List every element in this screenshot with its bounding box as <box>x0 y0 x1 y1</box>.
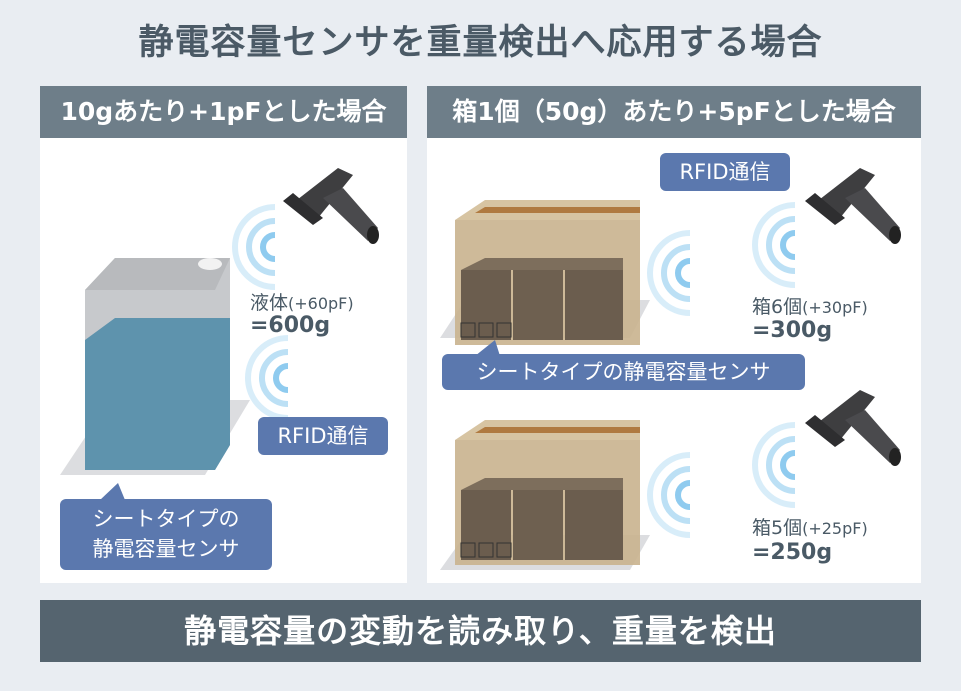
left-panel-header: 10gあたり+1pFとした場合 <box>40 86 407 138</box>
page-title: 静電容量センサを重量検出へ応用する場合 <box>138 23 823 63</box>
wave-icon <box>650 455 690 535</box>
wave-icon <box>248 338 288 418</box>
sensor-badge: シートタイプの 静電容量センサ <box>60 499 272 570</box>
wave-icon <box>650 233 690 313</box>
cardboard-box-icon <box>454 199 641 346</box>
sensor-label-line1: シートタイプの <box>92 507 240 531</box>
liquid-weight: =600g <box>250 313 331 338</box>
wave-icon <box>235 207 275 287</box>
rfid-scanner-icon <box>805 168 901 244</box>
liquid-container-icon <box>85 258 230 470</box>
right-panel-header: 箱1個（50g）あたり+5pFとした場合 <box>427 86 921 138</box>
boxes-weight: =300g <box>752 318 833 343</box>
cardboard-box-icon <box>454 419 641 566</box>
liquid-capacitance: 液体(+60pF) <box>250 292 354 314</box>
rfid-scanner-icon <box>283 168 379 244</box>
sensor-badge: シートタイプの静電容量センサ <box>442 354 805 390</box>
wave-icon <box>755 425 795 505</box>
boxes-capacitance: 箱6個(+30pF) <box>752 296 868 318</box>
rfid-badge: RFID通信 <box>660 153 790 191</box>
boxes-weight: =250g <box>752 540 833 565</box>
rfid-scanner-icon <box>805 390 901 466</box>
wave-icon <box>755 205 795 285</box>
sensor-label-line2: 静電容量センサ <box>92 537 240 561</box>
rfid-badge: RFID通信 <box>258 417 388 455</box>
summary-banner: 静電容量の変動を読み取り、重量を検出 <box>40 600 921 662</box>
boxes-capacitance: 箱5個(+25pF) <box>752 517 868 539</box>
